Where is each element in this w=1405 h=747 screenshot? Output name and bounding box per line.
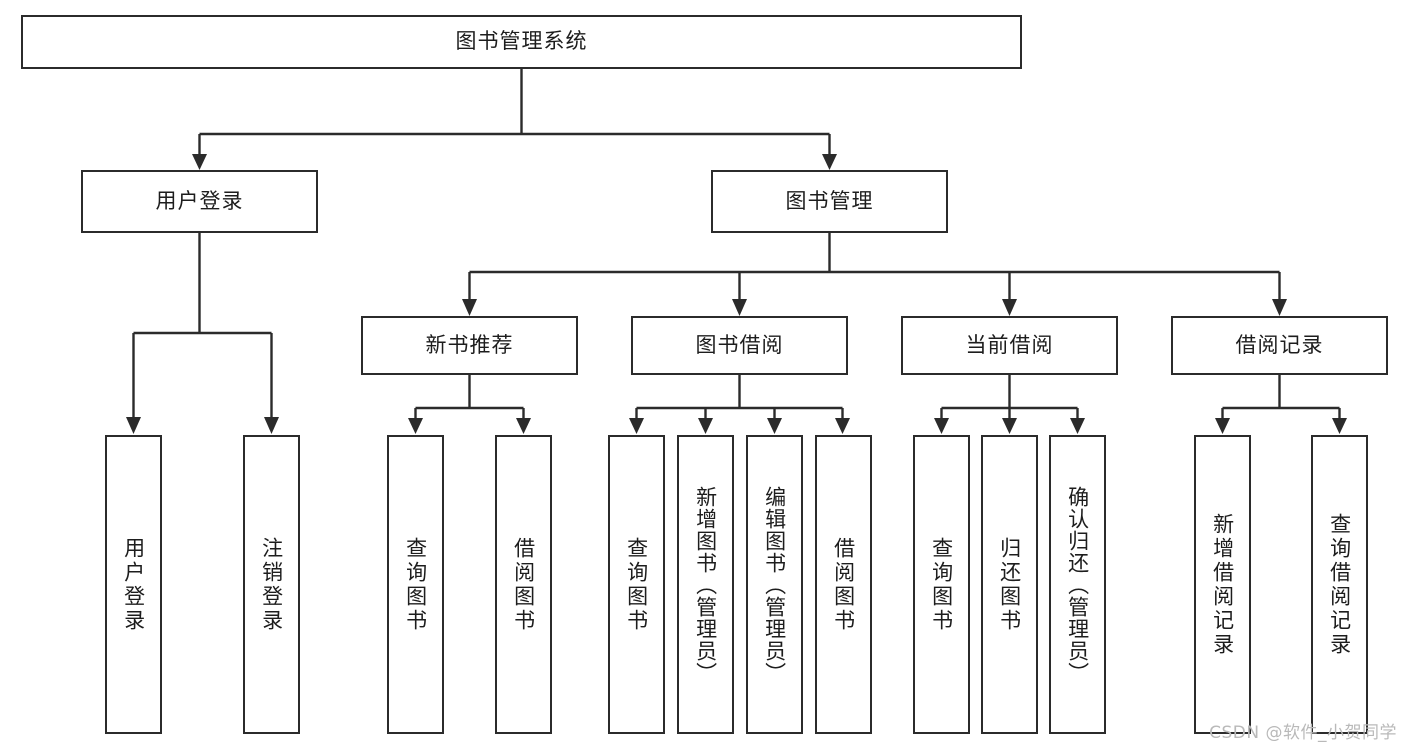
node-book-management[interactable]: 图书管理: [711, 170, 948, 233]
node-new-book-recommend[interactable]: 新书推荐: [361, 316, 578, 375]
node-label: 用户登录: [155, 188, 244, 213]
leaf-borrow-book-recommend[interactable]: 借阅图书: [495, 435, 552, 734]
node-label: 查询图书: [403, 536, 428, 633]
node-label: 借阅图书: [511, 536, 536, 633]
leaf-add-book-admin[interactable]: 新增图书（管理员）: [677, 435, 734, 734]
node-label: 图书管理系统: [455, 29, 588, 54]
leaf-edit-book-admin[interactable]: 编辑图书（管理员）: [746, 435, 803, 734]
leaf-query-book-recommend[interactable]: 查询图书: [387, 435, 444, 734]
node-label: 新增借阅记录: [1210, 512, 1235, 657]
node-root-system[interactable]: 图书管理系统: [21, 15, 1022, 69]
node-label: 归还图书: [997, 536, 1022, 633]
watermark: CSDN @软件_小贺同学: [1209, 723, 1397, 743]
node-borrow-record[interactable]: 借阅记录: [1171, 316, 1388, 375]
node-label: 新增图书（管理员）: [693, 485, 718, 684]
node-label: 借阅记录: [1235, 332, 1324, 357]
node-label: 编辑图书（管理员）: [762, 485, 787, 684]
leaf-borrow-book[interactable]: 借阅图书: [815, 435, 872, 734]
leaf-query-book-current[interactable]: 查询图书: [913, 435, 970, 734]
node-label: 注销登录: [259, 536, 284, 633]
leaf-logout[interactable]: 注销登录: [243, 435, 300, 734]
node-current-borrow[interactable]: 当前借阅: [901, 316, 1118, 375]
node-label: 借阅图书: [831, 536, 856, 633]
leaf-add-borrow-record[interactable]: 新增借阅记录: [1194, 435, 1251, 734]
leaf-confirm-return-admin[interactable]: 确认归还（管理员）: [1049, 435, 1106, 734]
leaf-user-login[interactable]: 用户登录: [105, 435, 162, 734]
node-book-borrow[interactable]: 图书借阅: [631, 316, 848, 375]
leaf-query-borrow-record[interactable]: 查询借阅记录: [1311, 435, 1368, 734]
node-label: 图书借阅: [695, 332, 784, 357]
node-label: 确认归还（管理员）: [1065, 485, 1090, 684]
node-user-login[interactable]: 用户登录: [81, 170, 318, 233]
node-label: 图书管理: [785, 188, 874, 213]
node-label: 新书推荐: [425, 332, 514, 357]
node-label: 当前借阅: [965, 332, 1054, 357]
node-label: 用户登录: [121, 536, 146, 633]
node-label: 查询图书: [624, 536, 649, 633]
node-label: 查询借阅记录: [1327, 512, 1352, 657]
leaf-query-book-borrow[interactable]: 查询图书: [608, 435, 665, 734]
node-label: 查询图书: [929, 536, 954, 633]
leaf-return-book[interactable]: 归还图书: [981, 435, 1038, 734]
